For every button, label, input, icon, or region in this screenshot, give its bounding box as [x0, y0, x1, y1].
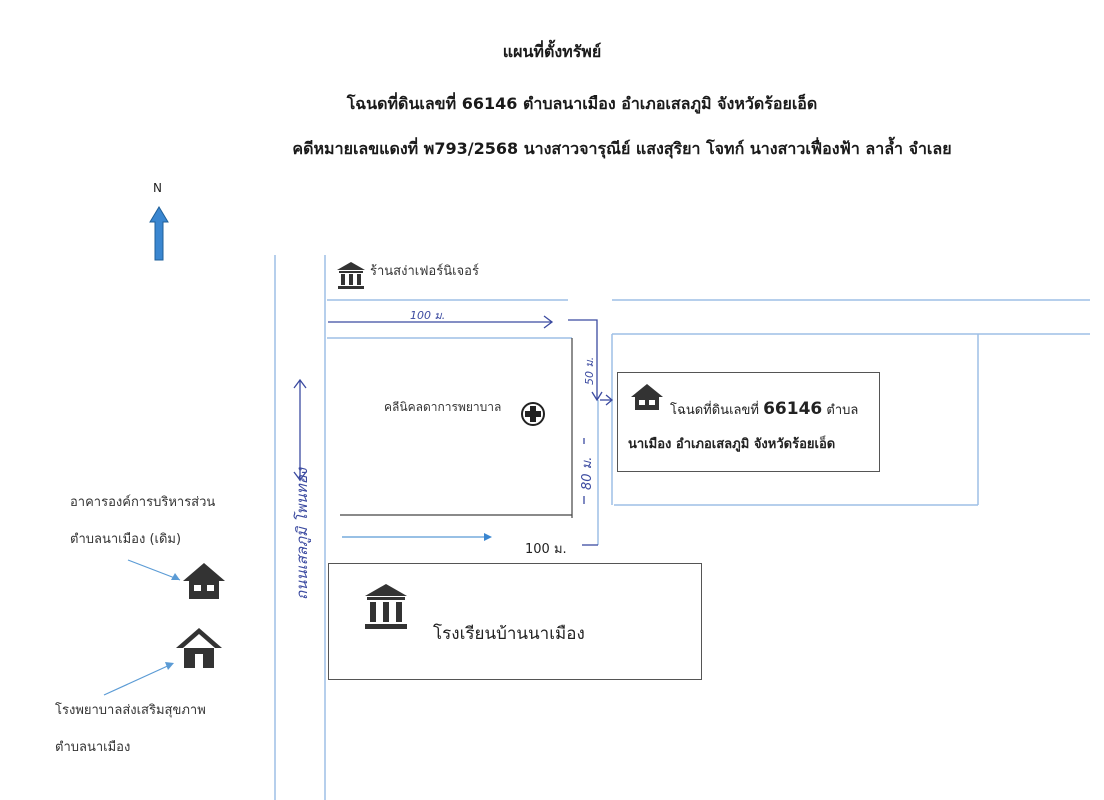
property-number: 66146: [763, 399, 823, 419]
house-icon-health-center: [175, 627, 223, 673]
property-line1-prefix: โฉนดที่ดินเลขที่: [670, 403, 759, 418]
school-label: โรงเรียนบ้านนาเมือง: [433, 624, 585, 644]
health-center-label-1: โรงพยาบาลส่งเสริมสุขภาพ: [55, 703, 206, 718]
map-title: แผนที่ตั้งทรัพย์: [502, 42, 602, 61]
north-arrow-icon: [149, 206, 169, 261]
distance-80-label: 80 ม.: [580, 457, 595, 490]
clinic-label: คลีนิคลดาการพยาบาล: [384, 400, 502, 414]
house-icon: [630, 383, 664, 415]
school-box: โรงเรียนบ้านนาเมือง: [328, 563, 702, 680]
property-line1-suffix: ตำบล: [826, 403, 859, 418]
clinic-block: [340, 338, 573, 518]
furniture-shop-label: ร้านสง่าเฟอร์นิเจอร์: [370, 264, 479, 279]
house-icon-sao: [182, 562, 226, 604]
distance-top-label: 100 ม.: [410, 309, 445, 322]
case-line: คดีหมายเลขแดงที่ พ793/2568 นางสาวจารุณีย…: [292, 139, 952, 158]
sao-office-label-2: ตำบลนาเมือง (เดิม): [70, 532, 182, 547]
distance-arrows: [293, 315, 614, 546]
pointer-line-sao: [127, 559, 181, 581]
property-box: โฉนดที่ดินเลขที่ 66146 ตำบล นาเมือง อำเภ…: [617, 372, 880, 472]
property-line2: นาเมือง อำเภอเสลภูมิ จังหวัดร้อยเอ็ด: [628, 437, 836, 452]
arrow-head-icon: [484, 533, 492, 541]
health-center-label-2: ตำบลนาเมือง: [55, 740, 131, 755]
road-name-label: ถนนเสลภูมิ โพนทอง: [293, 466, 311, 600]
pointer-line-health: [103, 663, 173, 696]
north-label: N: [153, 181, 162, 195]
sao-office-label-1: อาคารองค์การบริหารส่วน: [70, 495, 216, 510]
school-building-icon: [363, 582, 409, 634]
distance-bottom-label: 100 ม.: [525, 542, 567, 557]
medical-cross-icon: [520, 401, 546, 431]
side-road: [327, 299, 1090, 545]
distance-50-label: 50 ม.: [583, 357, 596, 385]
map-subtitle: โฉนดที่ดินเลขที่ 66146 ตำบลนาเมือง อำเภอ…: [346, 94, 818, 113]
bank-icon: [336, 260, 366, 294]
